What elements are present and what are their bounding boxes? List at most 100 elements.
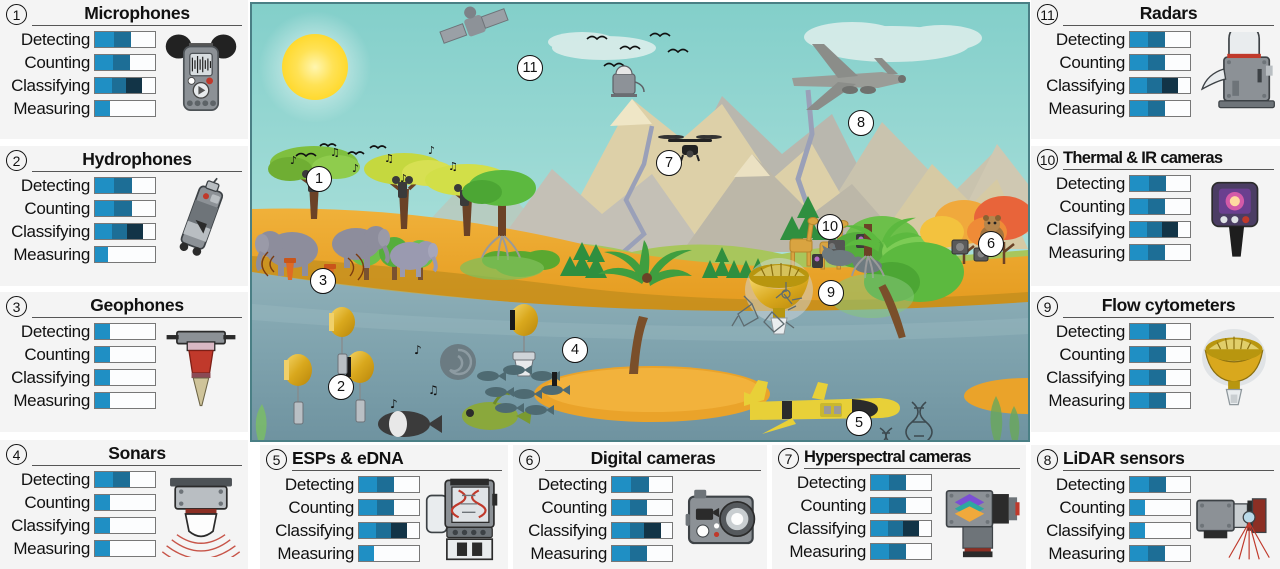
- bar-segment: [1130, 370, 1149, 385]
- scene-marker-radar: 11: [517, 55, 543, 81]
- bar-segment: [95, 370, 110, 385]
- dna-helix: [879, 401, 933, 440]
- bar-segment: [95, 78, 112, 93]
- panel-number-badge: 7: [778, 448, 799, 469]
- panel-number-badge: 3: [6, 296, 27, 317]
- metric-label: Measuring: [277, 544, 354, 563]
- metric-bar-measuring: [94, 540, 156, 557]
- bar-segment: [1130, 55, 1149, 70]
- bar-segment: [95, 32, 114, 47]
- palm-tree: [598, 240, 692, 374]
- bar-segment: [95, 541, 110, 556]
- bar-segment: [1147, 78, 1162, 93]
- bar-segment: [889, 475, 906, 490]
- geophone-icon: [158, 323, 244, 409]
- metric-label: Measuring: [1048, 99, 1125, 118]
- metric-row: Classifying: [262, 519, 420, 542]
- panel-number-badge: 8: [1037, 449, 1058, 470]
- svg-text:♪: ♪: [414, 343, 422, 357]
- radar-station-icon: [611, 65, 645, 97]
- metric-row: Measuring: [2, 243, 158, 266]
- metric-row: Detecting: [1033, 320, 1192, 343]
- metric-label: Counting: [24, 493, 90, 512]
- metric-label: Counting: [800, 496, 866, 515]
- bar-segment: [871, 544, 890, 559]
- metric-row: Classifying: [1033, 218, 1192, 241]
- metric-bar-counting: [94, 346, 156, 363]
- metric-label: Classifying: [275, 521, 354, 540]
- bar-segment: [1130, 393, 1149, 408]
- metric-bar-counting: [1129, 499, 1191, 516]
- bar-segment: [1148, 199, 1165, 214]
- metric-bar-detecting: [94, 471, 156, 488]
- metric-bar-classifying: [1129, 522, 1191, 539]
- panel-title: Digital cameras: [545, 448, 761, 471]
- metric-label: Counting: [1059, 498, 1125, 517]
- metric-label: Classifying: [787, 519, 866, 538]
- metric-row: Detecting: [1033, 473, 1192, 496]
- flow-cytometer-buoy-icon: [1192, 324, 1276, 408]
- metric-bar-detecting: [1129, 31, 1191, 48]
- panel-number-badge: 5: [266, 449, 287, 470]
- metric-bar-classifying: [358, 522, 420, 539]
- metric-row: Detecting: [2, 174, 158, 197]
- bar-segment: [871, 475, 890, 490]
- metric-row: Counting: [1033, 496, 1192, 519]
- metric-row: Counting: [1033, 343, 1192, 366]
- metric-bar-detecting: [358, 476, 420, 493]
- metric-row: Classifying: [1033, 366, 1192, 389]
- metric-bar-counting: [1129, 54, 1191, 71]
- bar-segment: [1148, 245, 1165, 260]
- metric-label: Detecting: [1055, 174, 1125, 193]
- metric-row: Measuring: [774, 540, 940, 563]
- bar-segment: [612, 546, 631, 561]
- panel-number-badge: 4: [6, 444, 27, 465]
- scene-marker-thermal: 10: [817, 214, 843, 240]
- metric-row: Classifying: [515, 519, 677, 542]
- metric-bar-classifying: [94, 517, 156, 534]
- panel-number-badge: 11: [1037, 4, 1058, 25]
- metric-label: Counting: [1059, 345, 1125, 364]
- scene-marker-hyperspectral: 7: [656, 150, 682, 176]
- metric-label: Detecting: [20, 470, 90, 489]
- metric-label: Measuring: [13, 99, 90, 118]
- esp-sampler-icon: [420, 477, 504, 561]
- scene-marker-sonars: 4: [562, 337, 588, 363]
- metric-row: Detecting: [1033, 28, 1192, 51]
- bar-segment: [889, 498, 906, 513]
- metric-label: Measuring: [1048, 544, 1125, 563]
- bar-segment: [377, 477, 394, 492]
- metric-bar-measuring: [94, 100, 156, 117]
- metric-label: Measuring: [789, 542, 866, 561]
- bar-segment: [1147, 222, 1162, 237]
- metric-bar-detecting: [1129, 476, 1191, 493]
- panel-title: Sonars: [32, 443, 242, 466]
- metric-bar-measuring: [1129, 244, 1191, 261]
- svg-text:♫: ♫: [384, 152, 394, 165]
- svg-text:♪: ♪: [290, 154, 297, 167]
- bar-segment: [95, 55, 114, 70]
- metric-bar-counting: [94, 54, 156, 71]
- bar-segment: [1148, 370, 1166, 385]
- panel-title: Hydrophones: [32, 149, 242, 172]
- bar-segment: [111, 78, 126, 93]
- bar-segment: [1130, 523, 1145, 538]
- bar-segment: [871, 498, 890, 513]
- hydrophone-floats: [284, 307, 374, 425]
- sonar-transducer-icon: [158, 471, 244, 557]
- metric-bar-measuring: [611, 545, 673, 562]
- metric-bar-detecting: [94, 323, 156, 340]
